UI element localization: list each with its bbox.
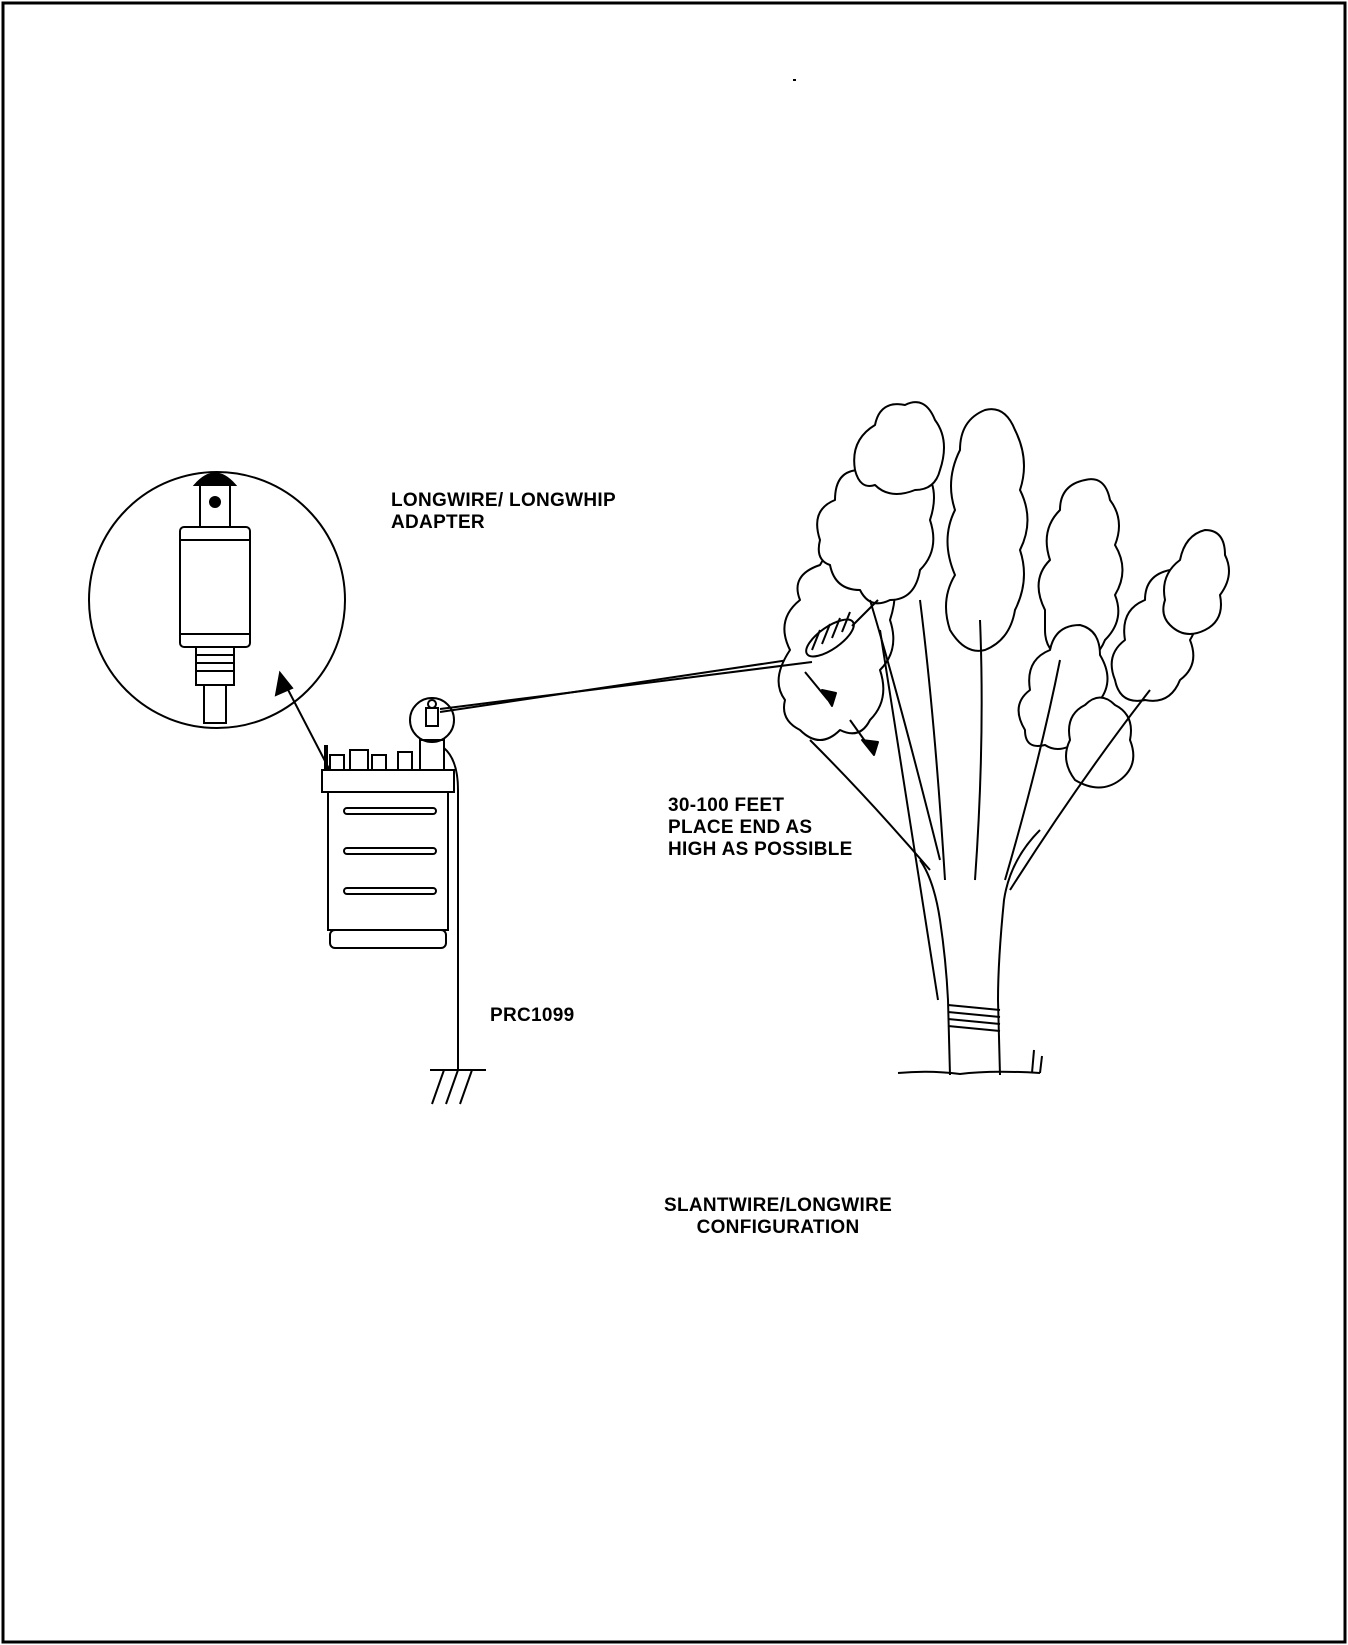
adapter-on-radio — [409, 697, 455, 743]
wire-length-line1: 30-100 FEET — [668, 795, 785, 816]
adapter-label-line1: LONGWIRE/ LONGWHIP — [391, 490, 616, 511]
adapter-label-line2: ADAPTER — [391, 512, 485, 533]
slant-wire-main — [446, 660, 810, 705]
speck — [793, 79, 796, 81]
wire-to-insulator — [446, 655, 814, 704]
wire-length-line2: PLACE END AS — [668, 817, 813, 838]
slant-wire — [439, 654, 823, 713]
radio-label: PRC1099 — [490, 1005, 575, 1026]
caption-line1: SLANTWIRE/LONGWIRE — [664, 1195, 893, 1216]
adapter-label: LONGWIRE/ LONGWHIP ADAPTER — [391, 490, 616, 534]
wire-insulator — [439, 599, 879, 710]
adapter-detail-callout — [88, 471, 346, 729]
wire-length-label: 30-100 FEET PLACE END AS HIGH AS POSSIBL… — [668, 795, 853, 861]
figure-caption: SLANTWIRE/LONGWIRE CONFIGURATION — [664, 1195, 892, 1239]
wire-length-line3: HIGH AS POSSIBLE — [668, 839, 853, 860]
tree — [777, 401, 1230, 1076]
caption-line2: CONFIGURATION — [696, 1217, 860, 1238]
prc1099-radio — [321, 739, 486, 1105]
